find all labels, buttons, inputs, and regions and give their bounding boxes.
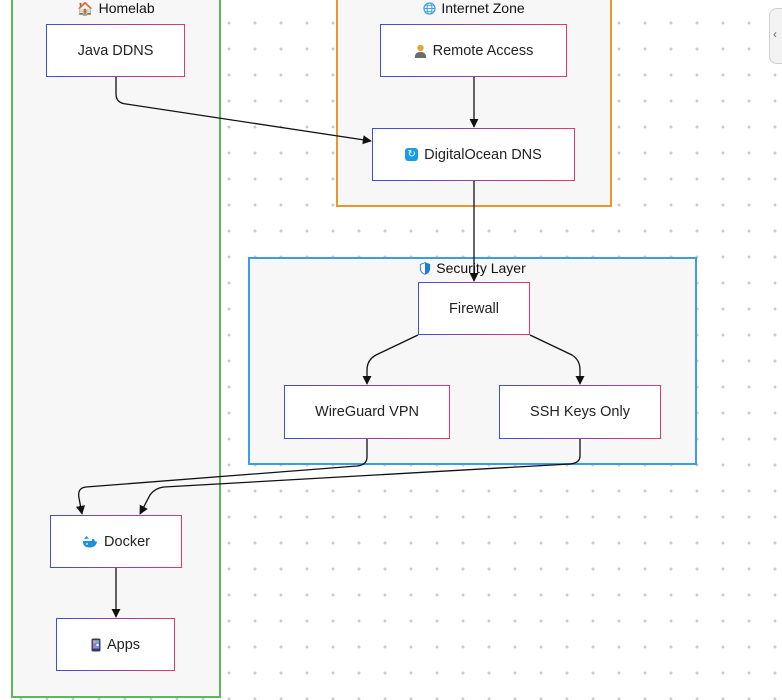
edge-wireguard-to-docker	[76, 439, 368, 515]
edge-java-ddns-to-do-dns	[115, 77, 372, 145]
chevron-left-icon: ‹	[773, 27, 777, 41]
node-wireguard-vpn[interactable]: WireGuard VPN	[284, 385, 450, 439]
node-apps[interactable]: Apps	[56, 618, 175, 671]
node-java-ddns-label: Java DDNS	[77, 42, 154, 59]
node-java-ddns[interactable]: Java DDNS	[46, 24, 185, 77]
shield-icon	[419, 261, 431, 276]
house-icon: 🏠	[77, 1, 94, 16]
side-panel-toggle[interactable]: ‹	[769, 8, 782, 64]
security-layer-group-label: Security Layer	[436, 260, 526, 276]
edge-ssh-to-docker	[139, 439, 581, 515]
refresh-icon: ↻	[405, 148, 419, 161]
node-firewall-label: Firewall	[449, 300, 499, 317]
internet-zone-group-label: Internet Zone	[441, 0, 525, 16]
node-ssh-keys-only[interactable]: SSH Keys Only	[499, 385, 661, 439]
whale-icon	[82, 535, 98, 548]
person-icon	[414, 44, 427, 58]
phone-icon	[91, 638, 101, 652]
edge-firewall-to-wireguard	[362, 334, 419, 385]
node-remote-access[interactable]: Remote Access	[380, 24, 567, 77]
node-remote-access-label: Remote Access	[432, 42, 534, 59]
node-ssh-keys-only-label: SSH Keys Only	[530, 404, 630, 420]
security-layer-group-title: Security Layer	[250, 260, 695, 276]
internet-zone-group-title: Internet Zone	[338, 0, 610, 16]
node-docker[interactable]: Docker	[50, 515, 182, 568]
node-digitalocean-dns[interactable]: ↻ DigitalOcean DNS	[372, 128, 575, 181]
node-wireguard-vpn-label: WireGuard VPN	[315, 404, 419, 420]
globe-icon	[423, 1, 436, 16]
homelab-group-title: 🏠 Homelab	[13, 0, 219, 17]
node-digitalocean-dns-label: DigitalOcean DNS	[424, 146, 542, 163]
homelab-group-label: Homelab	[98, 0, 155, 16]
node-docker-label: Docker	[104, 533, 150, 550]
edge-firewall-to-ssh	[529, 334, 585, 385]
node-firewall[interactable]: Firewall	[418, 282, 530, 335]
node-apps-label: Apps	[106, 636, 141, 653]
